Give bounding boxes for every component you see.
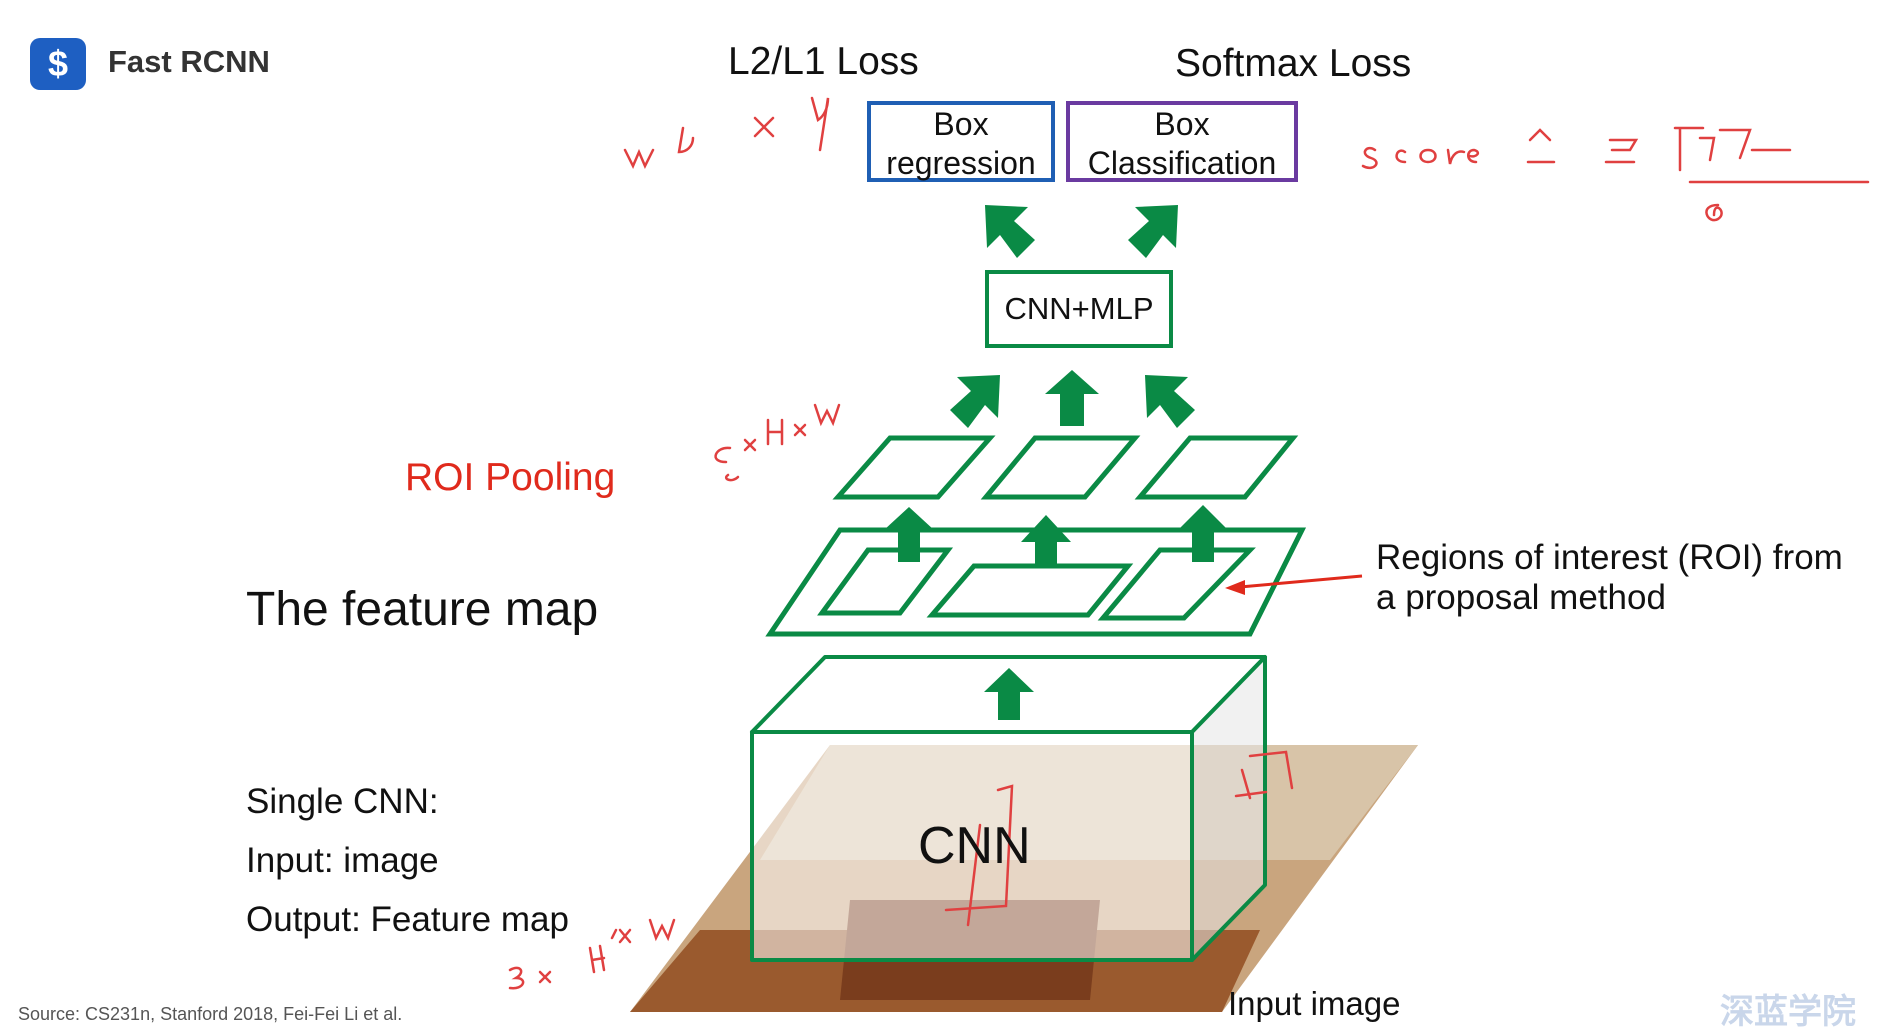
roi-annotation-line-1: Regions of interest (ROI) from — [1376, 538, 1843, 577]
roi-pooling-label: ROI Pooling — [405, 456, 616, 499]
up-arrow-roi-3-head — [1178, 505, 1228, 530]
cnn-label: CNN — [918, 817, 1031, 875]
box-regression-frame — [867, 101, 1055, 182]
up-arrow-mlp-head — [1045, 370, 1099, 394]
up-arrow-roi-3 — [1192, 528, 1214, 562]
up-arrow-cnn — [998, 690, 1020, 720]
box-classification: Box Classification — [1068, 105, 1296, 183]
note-input: Input: image — [246, 841, 439, 880]
cnn-mlp-box — [985, 270, 1173, 348]
roi-annotation-line-2: a proposal method — [1376, 578, 1666, 617]
cnn-block — [750, 655, 1267, 962]
dollar-s-icon: $ — [47, 43, 69, 84]
pooled-cell-3 — [1134, 435, 1299, 500]
up-arrow-roi-1 — [898, 528, 920, 562]
roi-region-3 — [1097, 547, 1256, 621]
output-arrow-left — [985, 205, 1035, 258]
source-credit: Source: CS231n, Stanford 2018, Fei-Fei L… — [18, 1004, 403, 1024]
box-classification-line-1: Box — [1154, 106, 1210, 142]
box-classification-frame — [1066, 101, 1298, 182]
up-arrow-roi-1-head — [884, 507, 934, 530]
pooled-cell-2 — [980, 435, 1141, 500]
regression-loss-label: L2/L1 Loss — [728, 40, 919, 83]
note-single-cnn: Single CNN: — [246, 782, 439, 821]
box-regression-line-1: Box — [933, 106, 989, 142]
note-output: Output: Feature map — [246, 900, 569, 939]
box-regression-line-2: regression — [886, 145, 1036, 181]
roi-region-2 — [926, 563, 1134, 618]
roi-pointer-arrow — [1225, 574, 1363, 595]
input-image-label: Input image — [1228, 985, 1401, 1022]
feature-map-plane — [765, 527, 1307, 637]
cnn-mlp-label: CNN+MLP — [1004, 291, 1154, 326]
up-arrow-cnn-head — [984, 668, 1034, 692]
cnn-notes: Single CNN: Input: image Output: Feature… — [246, 772, 569, 949]
feature-map-label: The feature map — [246, 583, 599, 636]
box-classification-line-2: Classification — [1087, 145, 1277, 181]
diag-arrow-left — [950, 375, 1000, 428]
watermark: 深蓝学院 — [1720, 993, 1856, 1031]
roi-annotation: Regions of interest (ROI) from a proposa… — [1376, 538, 1843, 618]
up-arrow-mlp — [1060, 392, 1084, 426]
slide-title: Fast RCNN — [108, 44, 270, 79]
diag-arrow-right — [1145, 375, 1195, 428]
handwritten-annotations — [508, 96, 1870, 990]
pooled-cell-1 — [832, 435, 996, 500]
logo-icon: $ — [30, 38, 86, 90]
classification-loss-label: Softmax Loss — [1175, 42, 1412, 85]
up-arrow-roi-2-head — [1021, 515, 1071, 542]
output-arrow-right — [1128, 205, 1178, 258]
roi-region-1 — [817, 547, 954, 616]
up-arrow-roi-2 — [1035, 540, 1057, 568]
box-regression: Box regression — [869, 105, 1053, 183]
